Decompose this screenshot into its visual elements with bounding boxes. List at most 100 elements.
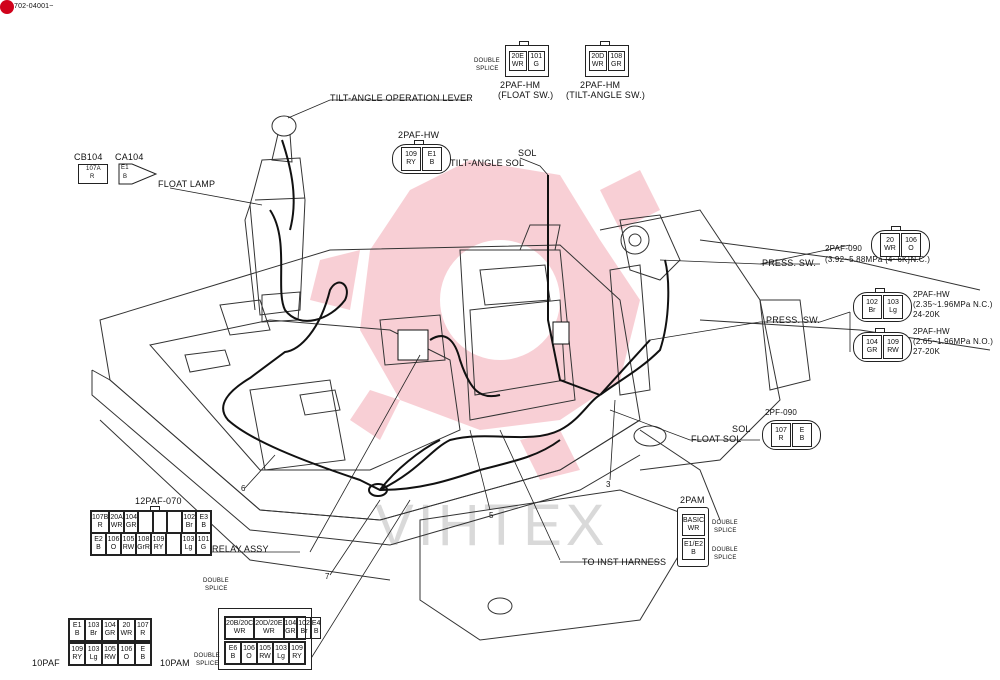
pin-number: 107 (136, 622, 149, 629)
wire-color: WR (120, 630, 133, 637)
wire-color: B (313, 628, 319, 635)
pin-number: 106 (905, 237, 917, 244)
pin-number: 106 (120, 646, 133, 653)
pin-number: BASIC (683, 517, 705, 524)
pin-number: E (799, 427, 805, 434)
paf090-label: 2PAF-090 (825, 244, 863, 253)
float-sol-label: FLOAT SOL (691, 434, 742, 444)
pin-number: 103 (87, 622, 100, 629)
wire-color: RW (887, 347, 899, 354)
press-sw-1-label: PRESS. SW. (762, 258, 817, 268)
pin-number: 102 (866, 299, 878, 306)
hw2-spec2: 27-20K (913, 347, 940, 356)
pin-number: 105 (259, 645, 271, 652)
pin-number: 20 (886, 237, 894, 244)
pin-number: 103 (87, 646, 100, 653)
pam2-splice-1: SPLICE (714, 528, 737, 534)
pin-number: 109 (152, 536, 165, 543)
tilt-sol-label: TILT-ANGLE SOL (450, 158, 525, 168)
hw1-label: 2PAF-HW (913, 290, 950, 299)
tilt-angle-lever-label: TILT-ANGLE OPERATION LEVER (330, 93, 473, 103)
relay-connector-label: 12PAF-070 (135, 496, 182, 506)
paf090-spec: (3.92~5.88MPa {4~6K}N.C.) (825, 255, 931, 264)
pin-number: 103 (182, 536, 195, 543)
pin-number: 109 (291, 645, 303, 652)
wire-color: B (799, 435, 805, 442)
relay-bot-pin (166, 533, 181, 555)
pam10-double-top: DOUBLE (203, 578, 229, 584)
pin-number: 106 (243, 645, 255, 652)
pin-number: 107B (92, 514, 109, 521)
wire-color: WR (511, 61, 524, 68)
pin-number: E (140, 646, 146, 653)
tilt-sol-connector-label: 2PAF-HW (398, 130, 440, 140)
wire-color: RW (259, 653, 271, 660)
wire-color: B (429, 159, 435, 166)
pin-number: 104 (125, 514, 137, 521)
pam10-splice-top: SPLICE (205, 586, 228, 592)
tilt-sol-tab (414, 140, 424, 145)
wire-color: B (691, 549, 696, 556)
pin-number: 20E (511, 53, 524, 60)
relay-top-pin (167, 511, 182, 533)
wire-color: RY (292, 653, 302, 660)
pin-number: 109 (405, 151, 417, 158)
sol-body (552, 321, 570, 345)
wire-color: GR (104, 630, 116, 637)
wire-harness (222, 139, 670, 492)
hw1-spec1: (2.35~1.96MPa N.C.) (913, 300, 993, 309)
tilt-sw-label: (TILT-ANGLE SW.) (566, 90, 646, 100)
sol-label: SOL (518, 148, 537, 158)
wire-color: Lg (889, 307, 897, 314)
relay-assy-label: RELAY ASSY (212, 544, 269, 554)
to-inst-harness-label: TO INST HARNESS (582, 557, 667, 567)
pam2-double-1: DOUBLE (712, 520, 738, 526)
wire-color: GR (866, 347, 878, 354)
float-sw-tab (519, 41, 529, 46)
pin-number: E1 (427, 151, 437, 158)
pin-number: 101 (530, 53, 543, 60)
wire-color: WR (263, 628, 275, 635)
wire-color: B (96, 544, 101, 551)
callout-6: 6 (241, 484, 246, 493)
hw1-spec2: 24-20K (913, 310, 940, 319)
wire-color: Br (868, 307, 876, 314)
pam10-double-bottom: DOUBLE (194, 653, 220, 659)
grommet (368, 483, 388, 497)
float-sw-double-label: DOUBLE (474, 58, 500, 64)
wire-color: RY (153, 544, 164, 551)
cb104-connector: 107A R (78, 164, 108, 184)
wire-color: WR (110, 522, 123, 529)
pin-number: 104 (284, 620, 297, 627)
pin-number: 107 (775, 427, 787, 434)
pam2-label: 2PAM (680, 495, 705, 505)
pin-number: 104 (866, 339, 878, 346)
wire-color: R (140, 630, 146, 637)
float-sw-splice-label: SPLICE (476, 66, 499, 72)
ca104-pin-color: B (123, 174, 128, 180)
wire-color: B (140, 654, 146, 661)
